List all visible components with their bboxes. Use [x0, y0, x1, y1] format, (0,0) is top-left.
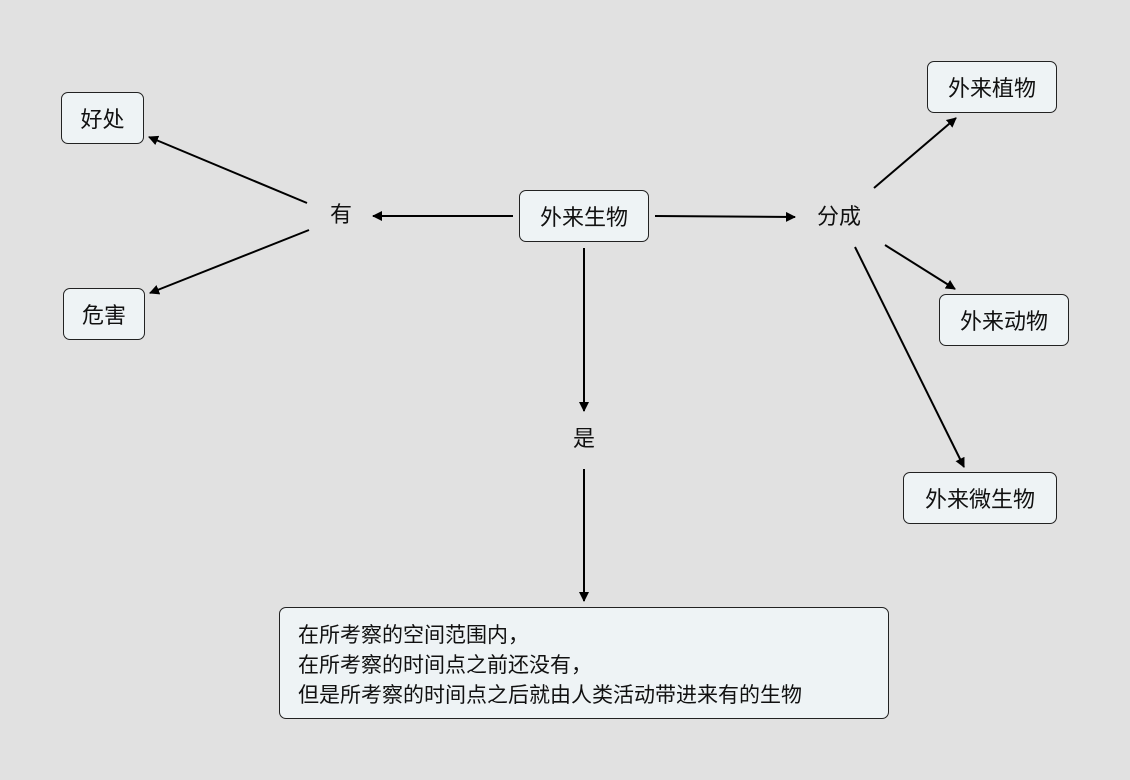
node-alien-species[interactable]: 外来生物: [519, 190, 649, 242]
arrow-divided-to-plant: [873, 117, 957, 189]
definition-line-1: 在所考察的空间范围内，: [298, 623, 529, 647]
arrow-center-to-divided-into: [654, 211, 796, 222]
arrow-divided-to-animal: [884, 244, 956, 290]
node-definition[interactable]: 在所考察的空间范围内， 在所考察的时间点之前还没有， 但是所考察的时间点之后就由…: [279, 607, 889, 719]
arrow-has-to-benefit: [148, 135, 308, 204]
linking-phrase-has: 有: [330, 203, 353, 228]
arrow-has-to-harm: [149, 229, 310, 295]
node-harm[interactable]: 危害: [63, 288, 145, 340]
node-alien-plant[interactable]: 外来植物: [927, 61, 1057, 113]
arrow-divided-to-microbe: [854, 246, 965, 468]
node-alien-animal[interactable]: 外来动物: [939, 294, 1069, 346]
linking-phrase-divided-into: 分成: [817, 205, 862, 230]
node-benefit[interactable]: 好处: [61, 92, 144, 144]
definition-line-2: 在所考察的时间点之前还没有，: [298, 653, 592, 677]
definition-line-3: 但是所考察的时间点之后就由人类活动带进来有的生物: [298, 683, 802, 707]
linking-phrase-is: 是: [573, 427, 596, 452]
node-alien-microbe[interactable]: 外来微生物: [903, 472, 1057, 524]
